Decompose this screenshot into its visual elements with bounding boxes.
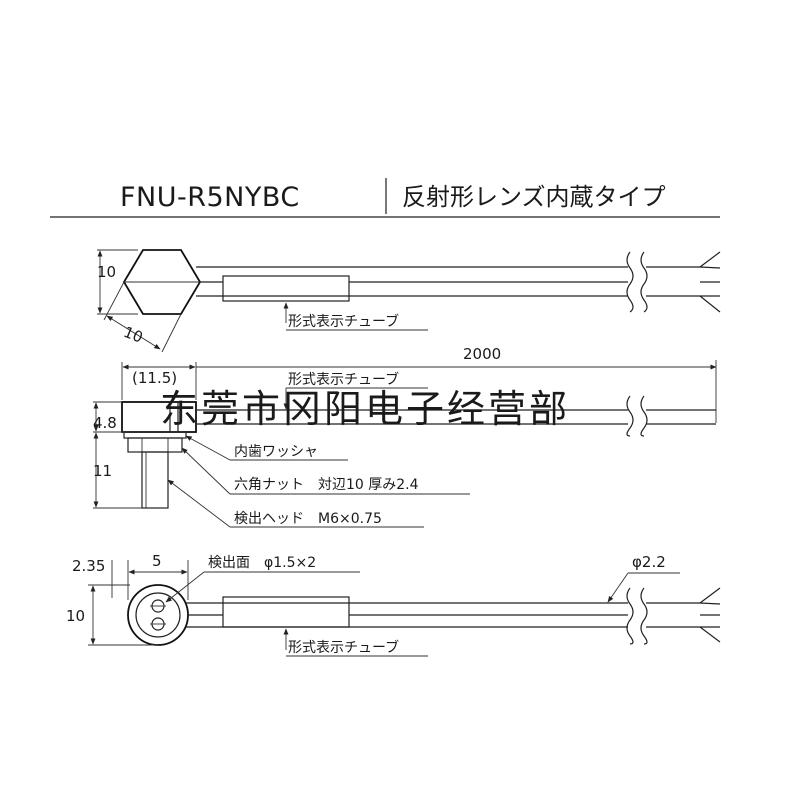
dim-ext-flat1	[103, 281, 125, 321]
dia-leader	[607, 572, 629, 603]
break-mark-top-1	[626, 251, 634, 313]
wire-ends-front	[699, 587, 721, 643]
tube-label-top: 形式表示チューブ	[288, 313, 399, 330]
type-title: 反射形レンズ内蔵タイプ	[402, 183, 666, 211]
dim-width-value: 10	[121, 323, 145, 347]
dim-length-value: 2000	[463, 345, 501, 363]
dim-height-value: 10	[97, 263, 116, 281]
tube-label-front: 形式表示チューブ	[288, 639, 399, 656]
front-view: 2.35 5 10 検出面 φ1.5×2 φ2.2 形式表示チューブ	[66, 552, 721, 657]
head-label: 検出ヘッド M6×0.75	[234, 511, 382, 527]
top-view: 10 10 形式表示チューブ	[97, 249, 721, 353]
dim-front-spacing: 5	[152, 552, 162, 570]
title-block: FNU-R5NYBC 反射形レンズ内蔵タイプ	[50, 178, 720, 218]
model-title: FNU-R5NYBC	[120, 182, 300, 213]
face-label: 検出面 φ1.5×2	[208, 555, 316, 571]
dim-front-offset: 2.35	[72, 557, 105, 575]
wire-ends-top	[699, 251, 721, 313]
marking-tube-top	[222, 275, 350, 302]
break-mark-side-1	[626, 395, 634, 437]
side-view: 2000 (11.5) 4.8 11	[93, 345, 717, 528]
dim-flat-line	[106, 315, 161, 350]
sensing-head-inner	[135, 592, 181, 638]
break-mark-side-2	[640, 395, 648, 437]
face-leader	[165, 571, 205, 603]
break-mark-front-2	[640, 587, 648, 645]
nut-label: 六角ナット 対辺10 厚み2.4	[234, 477, 419, 493]
dim-head-height: 4.8	[93, 414, 117, 432]
hex-nut-side	[127, 437, 183, 453]
dim-offset-value: (11.5)	[132, 369, 177, 387]
watermark: 东莞市冈阳电子经营部	[160, 387, 570, 431]
break-mark-front-1	[626, 587, 634, 645]
washer-label: 内歯ワッシャ	[234, 444, 318, 460]
washer-leader	[185, 435, 231, 461]
dim-stem-height: 11	[93, 462, 112, 480]
cable-diameter: φ2.2	[632, 553, 666, 571]
sensing-head-front	[127, 584, 189, 646]
nut-leader	[181, 447, 231, 495]
tube-label-side: 形式表示チューブ	[288, 371, 399, 388]
break-mark-top-2	[640, 251, 648, 313]
marking-tube-front	[222, 596, 350, 628]
dim-ext-flat2	[161, 313, 182, 353]
dim-front-height: 10	[66, 607, 85, 625]
head-leader	[167, 479, 231, 528]
